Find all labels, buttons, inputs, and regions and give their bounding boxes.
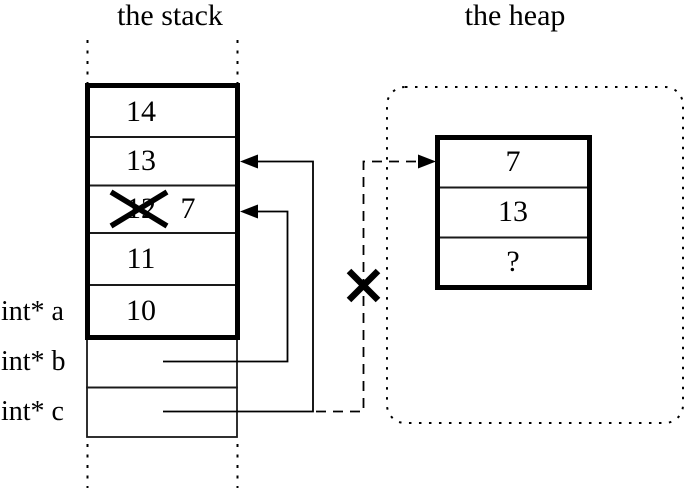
- stack-cell-value: 14: [126, 95, 156, 128]
- heap-title: the heap: [464, 0, 566, 32]
- heap-cell-value: 7: [505, 145, 521, 178]
- var-label-c: int* c: [1, 396, 64, 427]
- x-mark-dangling-pointer-icon: [346, 268, 381, 303]
- pointer-c-arrowhead-icon: [240, 154, 258, 169]
- pointer-b-arrowhead-icon: [240, 204, 258, 219]
- stack-cell-value: 10: [126, 294, 156, 327]
- stack-pointer-cell-b: [86, 337, 238, 389]
- var-label-a: int* a: [1, 296, 64, 327]
- x-mark-old-value-icon: [109, 189, 169, 229]
- stack-cell-value: 11: [126, 242, 156, 275]
- heap-region-outline: [386, 86, 684, 424]
- heap-cell-value: ?: [506, 245, 520, 278]
- stack-cell-value: 13: [126, 144, 156, 177]
- stack-new-value: 7: [180, 192, 196, 225]
- pointer-c-line: [163, 160, 314, 413]
- dangling-pointer-arrowhead-icon: [418, 154, 436, 169]
- heap-cell-value: 13: [498, 195, 528, 228]
- stack-title: the stack: [117, 0, 223, 32]
- pointer-b-line: [163, 210, 289, 363]
- var-label-b: int* b: [1, 346, 66, 377]
- heap-object-box: [435, 135, 592, 290]
- stack-frame-box: [85, 83, 240, 340]
